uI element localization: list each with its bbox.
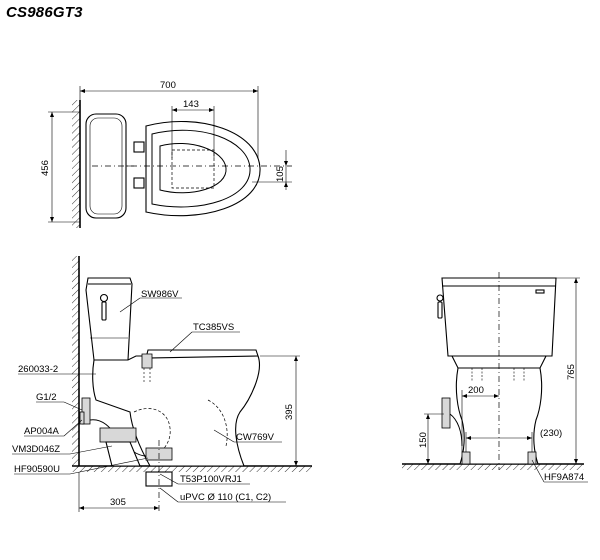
label-flange: HF90590U xyxy=(14,464,60,475)
side-bowl xyxy=(92,355,260,467)
front-flush-button-icon xyxy=(436,294,444,302)
inlet-valve xyxy=(81,397,91,425)
label-bowl: CW769V xyxy=(236,432,275,443)
top-wall-hatch xyxy=(72,100,80,228)
front-inlet-valve xyxy=(441,397,451,429)
dim-105: 105 xyxy=(275,166,286,182)
label-front-flange: HF9A874 xyxy=(544,472,584,483)
side-view: 395 305 SW986V TC385VS CW769V T53P100VRJ… xyxy=(12,256,312,512)
front-flush-lever-icon xyxy=(437,301,443,319)
label-drain: uPVC Ø 110 (C1, C2) xyxy=(180,492,271,503)
dim-700: 700 xyxy=(160,80,176,91)
label-hose: VM3D046Z xyxy=(12,444,60,455)
label-inlet: G1/2 xyxy=(36,392,57,403)
label-260033: 260033-2 xyxy=(18,364,58,375)
dim-200: 200 xyxy=(468,385,484,396)
dim-456: 456 xyxy=(40,160,51,176)
top-seat xyxy=(145,120,261,217)
dim-395: 395 xyxy=(284,404,295,420)
label-seat: TC385VS xyxy=(193,322,234,333)
flush-button-icon xyxy=(99,293,109,303)
front-bolt-left xyxy=(461,451,471,465)
label-valve: AP004A xyxy=(24,426,60,437)
side-seat xyxy=(145,349,259,359)
front-view: 765 200 (230) 150 HF9A874 xyxy=(402,272,588,483)
top-outlet xyxy=(171,149,215,189)
label-pipe-conn: T53P100VRJ1 xyxy=(180,474,242,485)
drain-connector xyxy=(99,427,137,443)
label-tank: SW986V xyxy=(141,289,179,300)
dim-143: 143 xyxy=(183,99,199,110)
side-wall-hatch xyxy=(72,256,79,468)
front-seat-bolts xyxy=(471,368,525,382)
side-tank xyxy=(85,277,133,361)
top-view: 700 456 143 xyxy=(40,80,292,228)
dim-305: 305 xyxy=(110,497,126,508)
seat-hinge xyxy=(141,353,153,369)
front-floor-hatch xyxy=(402,464,584,470)
dim-765: 765 xyxy=(566,364,577,380)
model-title: CS986GT3 xyxy=(6,4,83,21)
top-hinge-2 xyxy=(133,177,145,189)
flush-lever-icon xyxy=(101,301,107,321)
top-hinge-1 xyxy=(133,141,145,153)
side-floor-hatch xyxy=(72,466,312,472)
dim-230: (230) xyxy=(540,428,562,439)
dim-150: 150 xyxy=(418,432,429,448)
front-bolt-right xyxy=(527,451,537,465)
